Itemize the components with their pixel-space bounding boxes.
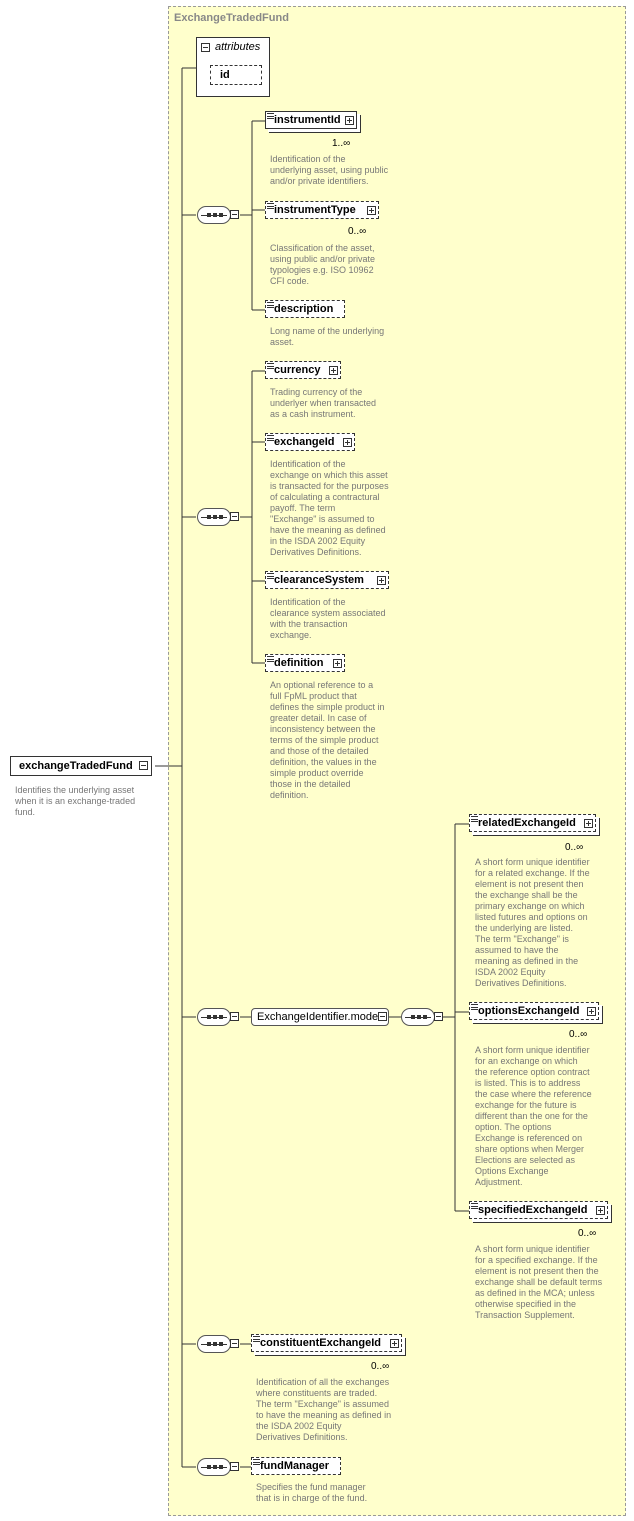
element-label: relatedExchangeId	[478, 817, 576, 829]
model-group-ExchangeIdentifier[interactable]: ExchangeIdentifier.model	[251, 1008, 389, 1026]
expand-icon[interactable]	[596, 1206, 605, 1215]
attributes-label: attributes	[215, 41, 261, 53]
cardinality: 0..∞	[569, 1029, 588, 1040]
cardinality: 1..∞	[332, 138, 351, 149]
element-label: optionsExchangeId	[478, 1005, 580, 1017]
element-doc: Identification of the clearance system a…	[270, 597, 386, 640]
cardinality: 0..∞	[371, 1361, 390, 1372]
sequence-compositor-icon	[401, 1008, 435, 1026]
element-doc: Identification of the exchange on which …	[270, 459, 389, 557]
element-doc-icon	[471, 1004, 478, 1010]
element-clearanceSystem[interactable]: clearanceSystem	[265, 571, 389, 589]
element-doc: Specifies the fund manager that is in ch…	[256, 1482, 368, 1503]
element-exchangeId[interactable]: exchangeId	[265, 433, 355, 451]
complex-type-label: ExchangeTradedFund	[174, 12, 289, 24]
model-group-label: ExchangeIdentifier.model	[257, 1011, 381, 1023]
element-doc-icon	[471, 816, 478, 822]
collapse-sequence-icon[interactable]	[230, 1462, 239, 1471]
element-doc: Identification of the underlying asset, …	[270, 154, 389, 186]
expand-icon[interactable]	[584, 819, 593, 828]
expand-icon[interactable]	[367, 206, 376, 215]
root-element[interactable]: exchangeTradedFund	[10, 756, 152, 776]
element-label: currency	[274, 364, 321, 376]
element-label: specifiedExchangeId	[478, 1204, 588, 1216]
complex-type-box	[168, 6, 626, 1516]
element-currency[interactable]: currency	[265, 361, 341, 379]
cardinality: 0..∞	[578, 1228, 597, 1239]
expand-icon[interactable]	[587, 1007, 596, 1016]
element-label: clearanceSystem	[274, 574, 364, 586]
element-doc: A short form unique identifier for an ex…	[475, 1045, 592, 1187]
element-constituentExchangeId[interactable]: constituentExchangeId	[251, 1334, 402, 1352]
element-label: exchangeId	[274, 436, 335, 448]
element-label: instrumentType	[274, 204, 356, 216]
element-doc-icon	[253, 1459, 260, 1465]
attribute-id[interactable]: id	[210, 65, 262, 85]
element-fundManager[interactable]: fundManager	[251, 1457, 341, 1475]
element-description[interactable]: description	[265, 300, 345, 318]
element-instrumentId[interactable]: instrumentId	[265, 111, 357, 129]
element-instrumentType[interactable]: instrumentType	[265, 201, 379, 219]
element-doc-icon	[267, 573, 274, 579]
root-element-label: exchangeTradedFund	[19, 760, 133, 772]
element-doc-icon	[267, 656, 274, 662]
expand-icon[interactable]	[377, 576, 386, 585]
element-specifiedExchangeId[interactable]: specifiedExchangeId	[469, 1201, 608, 1219]
element-doc-icon	[267, 203, 274, 209]
element-doc-icon	[267, 363, 274, 369]
element-doc: A short form unique identifier for a spe…	[475, 1244, 603, 1320]
collapse-sequence-icon[interactable]	[230, 1012, 239, 1021]
element-doc: Trading currency of the underlyer when t…	[270, 387, 377, 419]
expand-icon[interactable]	[343, 438, 352, 447]
element-relatedExchangeId[interactable]: relatedExchangeId	[469, 814, 596, 832]
element-doc-icon	[471, 1203, 478, 1209]
element-doc: A short form unique identifier for a rel…	[475, 857, 590, 988]
collapse-model-group-icon[interactable]	[378, 1012, 387, 1021]
sequence-compositor-icon	[197, 1458, 231, 1476]
element-label: description	[274, 303, 334, 315]
element-doc: Identification of all the exchanges wher…	[256, 1377, 392, 1442]
element-doc-icon	[267, 302, 274, 308]
expand-icon[interactable]	[333, 659, 342, 668]
cardinality: 0..∞	[565, 842, 584, 853]
element-doc: Long name of the underlying asset.	[270, 326, 385, 347]
sequence-compositor-icon	[197, 1335, 231, 1353]
sequence-compositor-icon	[197, 508, 231, 526]
element-label: constituentExchangeId	[260, 1337, 382, 1349]
element-label: instrumentId	[274, 114, 341, 126]
element-doc-icon	[267, 113, 274, 119]
element-label: fundManager	[260, 1460, 330, 1472]
element-doc: Classification of the asset, using publi…	[270, 243, 376, 286]
expand-icon[interactable]	[329, 366, 338, 375]
element-optionsExchangeId[interactable]: optionsExchangeId	[469, 1002, 599, 1020]
collapse-sequence-icon[interactable]	[230, 1339, 239, 1348]
collapse-sequence-icon[interactable]	[434, 1012, 443, 1021]
sequence-compositor-icon	[197, 206, 231, 224]
collapse-sequence-icon[interactable]	[230, 210, 239, 219]
expand-icon[interactable]	[390, 1339, 399, 1348]
element-definition[interactable]: definition	[265, 654, 345, 672]
element-doc: An optional reference to a full FpML pro…	[270, 680, 385, 800]
cardinality: 0..∞	[348, 226, 367, 237]
collapse-root-icon[interactable]	[138, 761, 148, 770]
root-doc: Identifies the underlying asset when it …	[15, 785, 136, 817]
element-label: definition	[274, 657, 324, 669]
collapse-attributes-icon[interactable]	[201, 43, 210, 52]
element-doc-icon	[267, 435, 274, 441]
element-doc-icon	[253, 1336, 260, 1342]
collapse-sequence-icon[interactable]	[230, 512, 239, 521]
expand-icon[interactable]	[345, 116, 354, 125]
sequence-compositor-icon	[197, 1008, 231, 1026]
